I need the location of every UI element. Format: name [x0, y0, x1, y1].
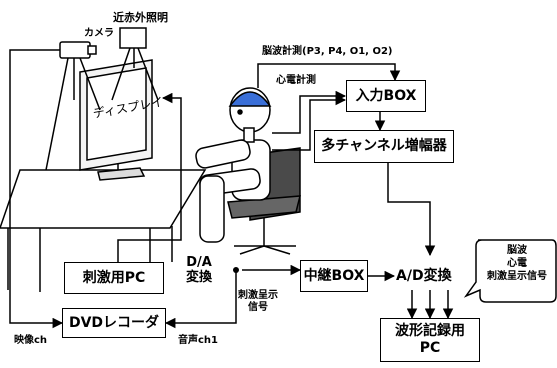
- stimulus-signal-line1: 刺激呈示: [238, 290, 278, 301]
- da-converter: D/A 変換: [186, 255, 213, 286]
- ecg-line: [272, 90, 347, 134]
- video-ch-label: 映像ch: [14, 335, 48, 346]
- subject-person: [195, 87, 272, 243]
- camera-label: カメラ: [84, 28, 114, 39]
- pc-to-display: [117, 92, 182, 262]
- stimulus-pc-box: 刺激用PC: [64, 262, 164, 294]
- camera-to-dvd: [9, 49, 64, 329]
- waveform-recording-pc: 波形記録用 PC: [380, 318, 480, 362]
- multichannel-amplifier: 多チャンネル増幅器: [314, 130, 454, 163]
- bubble-stim: 刺激呈示信号: [487, 271, 547, 282]
- audio-ch1-label: 音声ch1: [178, 335, 219, 346]
- head-cap: [228, 91, 272, 107]
- eeg-measure-label: 脳波計測(P3, P4, O1, O2): [262, 46, 393, 57]
- waveform-pc-line1: 波形記録用: [395, 323, 465, 340]
- near-ir-light-with-tripod: [111, 27, 159, 101]
- da-line1: D/A: [186, 255, 212, 270]
- bubble-ecg: 心電: [507, 258, 527, 269]
- near-ir-light-label: 近赤外照明: [113, 11, 168, 24]
- signal-speech-bubble: [463, 239, 557, 303]
- dvd-recorder-box: DVDレコーダ: [62, 308, 166, 338]
- stimulus-signal-line2: 信号: [248, 301, 268, 313]
- da-line2: 変換: [186, 269, 213, 285]
- ad-converter: A/D変換: [396, 268, 452, 284]
- waveform-pc-line2: PC: [419, 340, 441, 356]
- amp-to-ad: [387, 163, 436, 257]
- bubble-eeg: 脳波: [507, 245, 527, 256]
- ecg-measure-label: 心電計測: [276, 75, 316, 86]
- desk: [0, 169, 207, 292]
- stim-to-dvd: [164, 270, 237, 329]
- junction-dot: [233, 267, 239, 273]
- bubble-text: 脳波 心電 刺激呈示信号: [480, 244, 554, 283]
- input-box: 入力BOX: [346, 80, 426, 112]
- relay-box: 中継BOX: [300, 260, 368, 292]
- stimulus-signal-label: 刺激呈示 信号: [238, 290, 278, 313]
- monitor: [79, 59, 153, 181]
- eeg-line: [257, 63, 401, 88]
